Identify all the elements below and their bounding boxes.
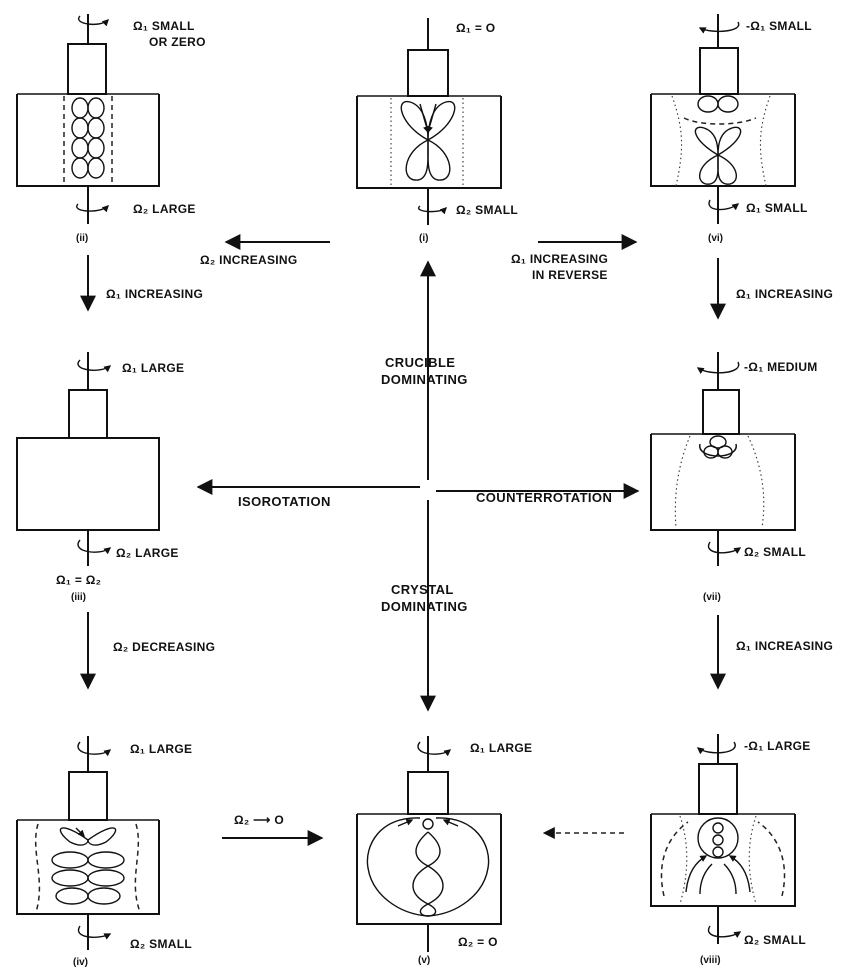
axis-label-crucible: CRUCIBLE xyxy=(385,355,455,370)
crystal-seed xyxy=(68,771,108,821)
outer-flow-left xyxy=(660,821,689,897)
crystal-seed xyxy=(67,43,107,95)
axis-label-crucible-dominating: DOMINATING xyxy=(381,372,468,387)
label-omega1-increasing-left: Ω₁ INCREASING xyxy=(106,287,203,301)
label-omega1-increasing-right: Ω₁ INCREASING xyxy=(736,287,833,301)
transition-arrows: Ω₂ INCREASING Ω₁ INCREASING IN REVERSE Ω… xyxy=(80,234,833,846)
axis-label-crystal-dominating: DOMINATING xyxy=(381,599,468,614)
boundary-right xyxy=(747,435,765,529)
label-in-reverse: IN REVERSE xyxy=(532,268,608,282)
top-label: Ω₁ = O xyxy=(456,21,495,35)
panel-vii: -Ω₁ MEDIUM Ω₂ SMALL (vii) xyxy=(650,352,818,603)
top-label: Ω₁ LARGE xyxy=(470,741,532,755)
crystal-seed xyxy=(699,47,739,95)
rotation-arrow-bottom xyxy=(417,205,447,215)
boundary-right xyxy=(134,823,141,913)
rotation-arrow-bottom xyxy=(75,203,109,213)
crucible xyxy=(650,434,796,531)
label-omega2-decreasing: Ω₂ DECREASING xyxy=(113,640,215,654)
crucible xyxy=(356,814,502,925)
flow-cells xyxy=(694,95,742,185)
rotation-arrow-top xyxy=(696,361,740,375)
panel-vi: -Ω₁ SMALL Ω₁ SMALL (vi) xyxy=(650,14,812,244)
central-axes: CRUCIBLE DOMINATING CRYSTAL DOMINATING I… xyxy=(196,260,640,712)
top-label: -Ω₁ LARGE xyxy=(744,739,811,753)
flow-cells xyxy=(71,97,105,179)
rotation-arrow-bottom xyxy=(707,541,742,555)
axis-label-crystal: CRYSTAL xyxy=(391,582,454,597)
boundary-left xyxy=(34,823,41,913)
panel-caption: (iv) xyxy=(73,957,88,968)
bottom-label: Ω₂ LARGE xyxy=(116,546,179,560)
cell-separator xyxy=(683,117,757,125)
top-label: -Ω₁ SMALL xyxy=(746,19,812,33)
crucible xyxy=(16,437,160,531)
flow-cells xyxy=(685,817,751,895)
rotation-arrow-top xyxy=(698,21,740,34)
panel-iii: Ω₁ LARGE Ω₂ LARGE Ω₁ = Ω₂ (iii) xyxy=(16,352,184,603)
bottom-label: Ω₂ SMALL xyxy=(744,545,806,559)
panel-v: Ω₁ LARGE Ω₂ = O (v) xyxy=(356,736,532,966)
label-omega1-increasing-lower-right: Ω₁ INCREASING xyxy=(736,639,833,653)
flow-cells xyxy=(699,435,737,459)
panel-iv: Ω₁ LARGE Ω₂ SMALL (iv) xyxy=(16,736,192,968)
bottom-label: Ω₂ SMALL xyxy=(744,933,806,947)
panel-i: Ω₁ = O Ω₂ SMALL (i) xyxy=(356,18,518,244)
crystal-seed xyxy=(407,771,449,815)
rotation-arrow-bottom xyxy=(77,539,112,555)
rotation-arrow-top xyxy=(696,741,736,755)
axis-label-isorotation: ISOROTATION xyxy=(238,494,331,509)
boundary-left xyxy=(679,815,688,905)
boundary-right xyxy=(748,815,757,905)
rotation-arrow-top xyxy=(77,15,109,27)
bottom-label: Ω₂ SMALL xyxy=(130,937,192,951)
panel-viii: -Ω₁ LARGE Ω₂ SMALL (viii) xyxy=(650,734,811,966)
rotation-arrow-bottom xyxy=(708,199,740,211)
axis-label-counterrotation: COUNTERROTATION xyxy=(476,490,612,505)
bottom-label: Ω₁ SMALL xyxy=(746,201,808,215)
panel-caption: (iii) xyxy=(71,592,86,603)
flow-cells xyxy=(366,817,490,917)
top-label: Ω₁ LARGE xyxy=(130,742,192,756)
panel-caption: (v) xyxy=(418,955,430,966)
rotation-arrow-bottom xyxy=(77,925,112,940)
crucible xyxy=(650,814,796,907)
panel-caption: (viii) xyxy=(700,955,721,966)
boundary-left xyxy=(674,435,691,529)
outer-flow-right xyxy=(757,821,786,897)
equality-label: Ω₁ = Ω₂ xyxy=(56,573,101,587)
boundary-right xyxy=(759,95,771,187)
panel-ii: Ω₁ SMALL OR ZERO Ω₂ LARGE (ii) xyxy=(16,14,206,244)
panel-caption: (ii) xyxy=(76,233,88,244)
bottom-label: Ω₂ LARGE xyxy=(133,202,196,216)
bottom-label: Ω₂ = O xyxy=(458,935,498,949)
crystal-seed xyxy=(702,389,740,435)
label-omega2-to-zero: Ω₂ ⟶ O xyxy=(234,813,284,827)
crystal-seed xyxy=(407,49,449,97)
panel-caption: (vii) xyxy=(703,592,721,603)
top-label: Ω₁ LARGE xyxy=(122,361,184,375)
top-label-1: Ω₁ SMALL xyxy=(133,19,195,33)
rotation-arrow-top xyxy=(417,741,452,757)
top-label: -Ω₁ MEDIUM xyxy=(744,360,818,374)
flow-cells xyxy=(400,101,456,181)
panel-caption: (vi) xyxy=(708,233,723,244)
flow-cells xyxy=(51,827,125,905)
bottom-label: Ω₂ SMALL xyxy=(456,203,518,217)
crucible xyxy=(650,94,796,187)
rotation-arrow-top xyxy=(77,359,112,373)
rotation-arrow-bottom xyxy=(707,925,742,939)
boundary-left xyxy=(671,95,683,187)
label-omega1-increasing-reverse: Ω₁ INCREASING xyxy=(511,252,608,266)
crucible xyxy=(356,96,502,189)
crystal-seed xyxy=(68,389,108,439)
rotation-arrow-top xyxy=(77,741,112,757)
label-omega2-increasing-top: Ω₂ INCREASING xyxy=(200,253,298,267)
panel-caption: (i) xyxy=(419,233,428,244)
top-label-2: OR ZERO xyxy=(149,35,206,49)
crystal-seed xyxy=(698,763,738,815)
